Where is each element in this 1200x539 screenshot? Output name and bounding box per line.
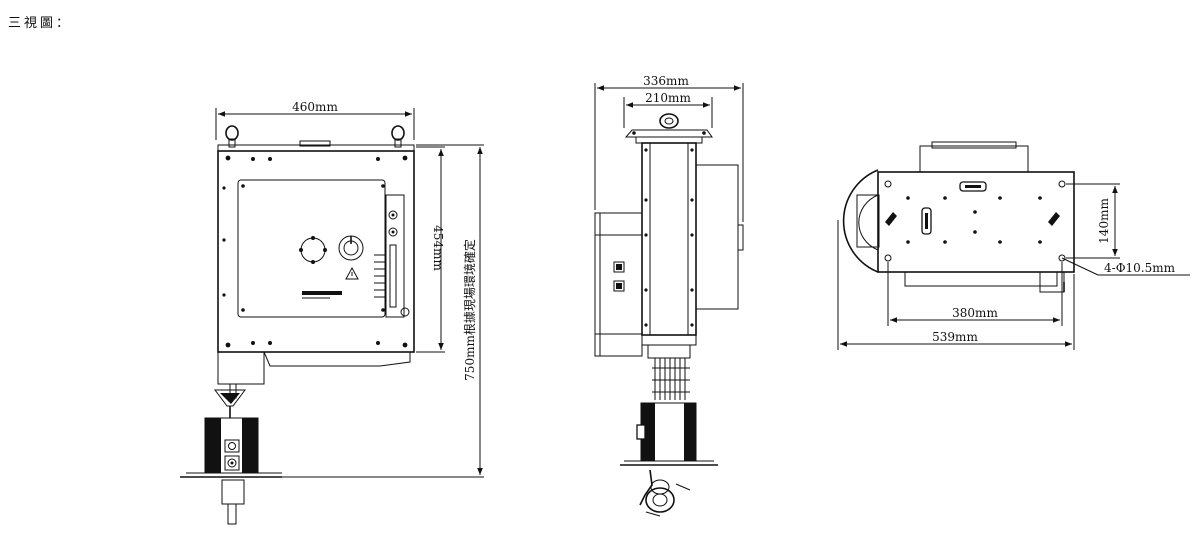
hole-spec-label: 4-Φ10.5mm (1104, 261, 1176, 275)
front-nameplate (302, 291, 342, 295)
pipe-clamp (639, 469, 691, 517)
mounting-hole (884, 180, 892, 188)
front-height-dimension: 454mm (431, 225, 445, 271)
top-drum (842, 169, 879, 273)
mounting-hole (1058, 180, 1066, 188)
control-knob-right (338, 235, 364, 261)
total-height-dimension: 750mm根據現場環境確定 (462, 239, 477, 381)
side-inner-width-dimension: 210mm (645, 91, 691, 105)
front-inner-panel (237, 179, 386, 318)
top-view: 140mm 4-Φ10.5mm 380mm 539mm (837, 141, 1190, 350)
page-heading: 三視圖： (8, 16, 73, 31)
warning-triangle-icon (345, 266, 359, 280)
side-outer-width-dimension: 336mm (643, 74, 689, 88)
top-overall-width-dimension: 539mm (932, 330, 978, 344)
top-hole-spacing-vertical-dimension: 140mm (1097, 198, 1111, 244)
front-view: 460mm 454mm 750mm根據現場環境確定 (180, 100, 484, 525)
lifting-eye-bolt-left (225, 125, 239, 148)
side-lifting-eye-bolt (659, 113, 679, 129)
front-width-dimension: 460mm (292, 100, 338, 114)
mounting-hole (1058, 254, 1066, 262)
control-knob-left (299, 236, 327, 264)
top-hole-spacing-horizontal-dimension: 380mm (952, 306, 998, 320)
mounting-hole (884, 254, 892, 262)
side-view: 336mm 210mm (594, 74, 744, 517)
lifting-eye-bolt-right (391, 125, 405, 148)
